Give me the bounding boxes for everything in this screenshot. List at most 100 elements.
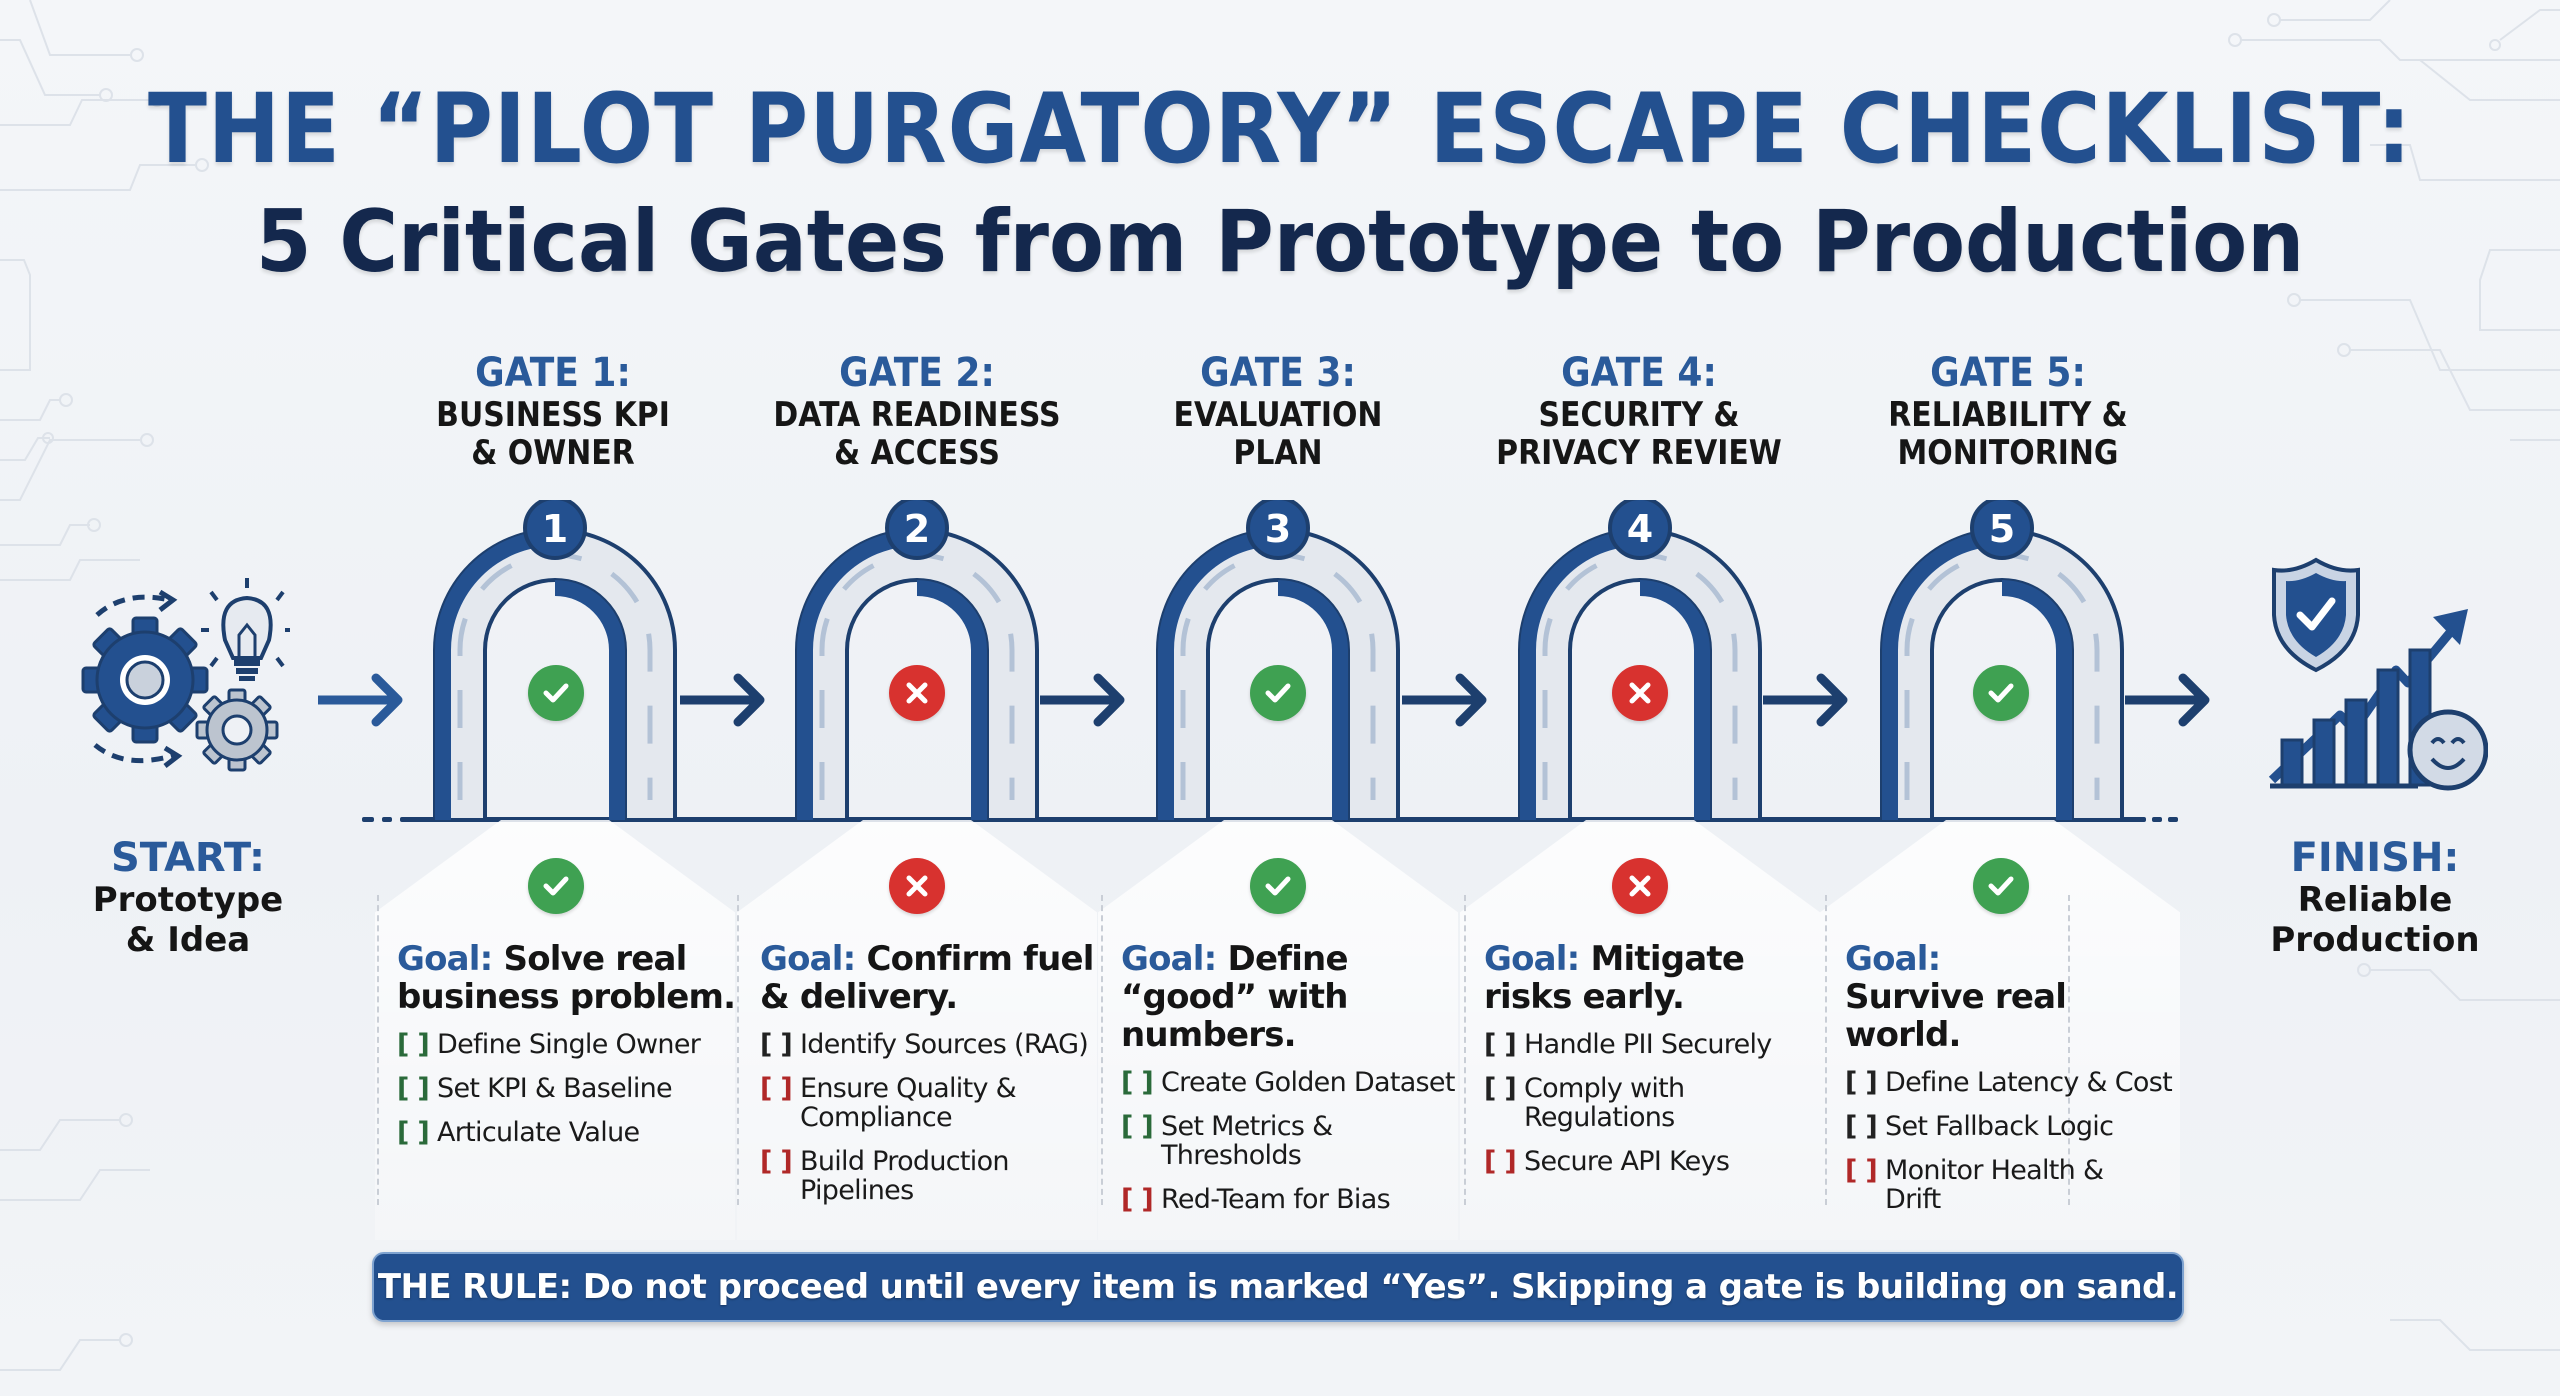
gate-1-arch-check-icon — [528, 665, 584, 721]
gate-4-name-line1: SECURITY & — [1538, 395, 1740, 435]
checkbox-icon[interactable]: [ ] — [1484, 1073, 1517, 1104]
checkbox-icon[interactable]: [ ] — [1845, 1155, 1878, 1186]
gate-5-divider-right — [2068, 895, 2070, 1205]
gate-4-label: GATE 4: — [1561, 350, 1717, 396]
gate-1-arch-icon[interactable]: 1 — [425, 500, 685, 825]
checkbox-icon[interactable]: [ ] — [1121, 1067, 1154, 1098]
checkbox-icon[interactable]: [ ] — [397, 1117, 430, 1148]
gate-4-column: Goal: Mitigate risks early. [ ]Handle PI… — [1484, 940, 1834, 1191]
checklist-item[interactable]: [ ]Red-Team for Bias — [1121, 1184, 1391, 1215]
gate-2-divider-left — [737, 895, 739, 1205]
checkbox-icon[interactable]: [ ] — [1121, 1111, 1154, 1142]
gate-4-name-line2: PRIVACY REVIEW — [1496, 433, 1782, 473]
checklist-item[interactable]: [ ]Set Fallback Logic — [1845, 1111, 2114, 1142]
gate-1-heading: GATE 1: BUSINESS KPI & OWNER — [373, 350, 733, 472]
start-head: START: — [110, 835, 266, 881]
gate-5-goal: Goal: Survive real world. — [1845, 939, 2067, 1055]
checkbox-icon[interactable]: [ ] — [397, 1073, 430, 1104]
gate-1-status-check-icon — [528, 858, 584, 914]
checklist-item[interactable]: [ ]Ensure Quality & Compliance — [760, 1073, 1017, 1133]
track-start-dashes — [362, 817, 432, 822]
gate-3-arch-check-icon — [1250, 665, 1306, 721]
finish-label: FINISH: Reliable Production — [2255, 836, 2495, 960]
finish-line2: Production — [2270, 920, 2480, 960]
checklist-item[interactable]: [ ]Create Golden Dataset — [1121, 1067, 1455, 1098]
gate-1-number: 1 — [542, 507, 568, 551]
start-label: START: Prototype & Idea — [68, 836, 308, 960]
start-line1: Prototype — [92, 880, 284, 920]
gate-2-label: GATE 2: — [839, 350, 995, 396]
gate-2-arch-x-icon — [889, 665, 945, 721]
finish-head: FINISH: — [2290, 835, 2460, 881]
gate-5-heading: GATE 5: RELIABILITY & MONITORING — [1828, 350, 2188, 472]
gate-4-divider-left — [1464, 895, 1466, 1205]
gate-5-arch-icon[interactable]: 5 — [1872, 500, 2132, 825]
gate-4-status-x-icon — [1612, 858, 1668, 914]
checkbox-icon[interactable]: [ ] — [760, 1073, 793, 1104]
gate-1-column: Goal: Solve real business problem. [ ]De… — [397, 940, 747, 1162]
checklist-item[interactable]: [ ]Define Single Owner — [397, 1029, 701, 1060]
checkbox-icon[interactable]: [ ] — [1845, 1067, 1878, 1098]
gate-5-arrow-icon — [2125, 673, 2210, 727]
checklist-item[interactable]: [ ]Handle PII Securely — [1484, 1029, 1772, 1060]
page-title: THE “PILOT PURGATORY” ESCAPE CHECKLIST: — [147, 73, 2413, 185]
gate-2-status-x-icon — [889, 858, 945, 914]
gate-1-arrow-icon — [680, 673, 765, 727]
shield-growth-chart-smiley-icon — [2268, 557, 2488, 791]
gate-1-goal: Goal: Solve real business problem. — [397, 939, 736, 1017]
checklist-item[interactable]: [ ]Set KPI & Baseline — [397, 1073, 673, 1104]
checklist-item[interactable]: [ ]Define Latency & Cost — [1845, 1067, 2173, 1098]
gate-5-name-line2: MONITORING — [1897, 433, 2119, 473]
gate-3-divider-left — [1101, 895, 1103, 1205]
checkbox-icon[interactable]: [ ] — [760, 1029, 793, 1060]
gate-3-column: Goal: Define “good” with numbers. [ ]Cre… — [1121, 940, 1471, 1229]
checkbox-icon[interactable]: [ ] — [397, 1029, 430, 1060]
checkbox-icon[interactable]: [ ] — [760, 1146, 793, 1177]
rule-banner: THE RULE: Do not proceed until every ite… — [372, 1252, 2184, 1322]
checklist-item[interactable]: [ ]Identify Sources (RAG) — [760, 1029, 1089, 1060]
checkbox-icon[interactable]: [ ] — [1845, 1111, 1878, 1142]
start-arrow-icon — [318, 673, 403, 727]
gate-5-name-line1: RELIABILITY & — [1888, 395, 2128, 435]
checklist-item[interactable]: [ ]Monitor Health & Drift — [1845, 1155, 2104, 1215]
page-subtitle: 5 Critical Gates from Prototype to Produ… — [255, 192, 2305, 292]
checkbox-icon[interactable]: [ ] — [1484, 1029, 1517, 1060]
gate-5-number: 5 — [1989, 507, 2015, 551]
gate-3-arch-icon[interactable]: 3 — [1148, 500, 1408, 825]
gate-4-arch-x-icon — [1612, 665, 1668, 721]
gate-3-number: 3 — [1265, 507, 1291, 551]
gate-4-number: 4 — [1627, 507, 1653, 551]
gate-3-status-check-icon — [1250, 858, 1306, 914]
gate-3-name-line2: PLAN — [1233, 433, 1323, 473]
gate-5-label: GATE 5: — [1930, 350, 2086, 396]
gears-lightbulb-icon — [81, 578, 290, 772]
finish-line1: Reliable — [2297, 880, 2453, 920]
gate-1-name-line2: & OWNER — [471, 433, 635, 473]
gate-2-number: 2 — [904, 507, 930, 551]
checklist-item[interactable]: [ ]Set Metrics & Thresholds — [1121, 1111, 1333, 1171]
rule-text: THE RULE: Do not proceed until every ite… — [377, 1267, 2179, 1307]
gate-3-goal: Goal: Define “good” with numbers. — [1121, 939, 1349, 1055]
gate-2-name-line2: & ACCESS — [834, 433, 1000, 473]
gate-2-arch-icon[interactable]: 2 — [787, 500, 1047, 825]
gate-2-heading: GATE 2: DATA READINESS & ACCESS — [737, 350, 1097, 472]
gate-3-arrow-icon — [1402, 673, 1487, 727]
gate-5-status-check-icon — [1973, 858, 2029, 914]
gate-4-arch-icon[interactable]: 4 — [1510, 500, 1770, 825]
checklist-item[interactable]: [ ]Secure API Keys — [1484, 1146, 1730, 1177]
checkbox-icon[interactable]: [ ] — [1484, 1146, 1517, 1177]
track-end-dashes — [2120, 817, 2178, 822]
gate-4-goal: Goal: Mitigate risks early. — [1484, 939, 1745, 1017]
gate-1-name-line1: BUSINESS KPI — [436, 395, 670, 435]
checklist-item[interactable]: [ ]Build Production Pipelines — [760, 1146, 1010, 1206]
gate-1-divider-left — [377, 895, 379, 1205]
gate-2-column: Goal: Confirm fuel & delivery. [ ]Identi… — [760, 940, 1110, 1220]
checkbox-icon[interactable]: [ ] — [1121, 1184, 1154, 1215]
checklist-item[interactable]: [ ]Comply with Regulations — [1484, 1073, 1685, 1133]
checklist-item[interactable]: [ ]Articulate Value — [397, 1117, 640, 1148]
gate-5-arch-check-icon — [1973, 665, 2029, 721]
start-line2: & Idea — [125, 920, 251, 960]
gate-3-label: GATE 3: — [1200, 350, 1356, 396]
gate-5-column: Goal: Survive real world. [ ]Define Late… — [1845, 939, 2173, 1229]
gate-3-heading: GATE 3: EVALUATION PLAN — [1098, 350, 1458, 472]
